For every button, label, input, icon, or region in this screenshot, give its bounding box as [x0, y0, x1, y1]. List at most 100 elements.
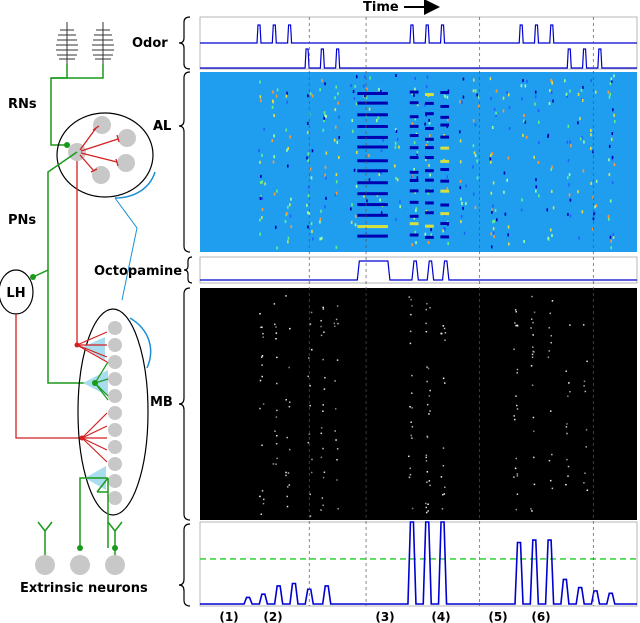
al-activity-mark [474, 206, 477, 210]
al-activity-mark [319, 220, 321, 224]
al-activity-mark [309, 167, 312, 171]
al-activity-mark [289, 214, 292, 218]
al-activity-mark [592, 217, 595, 221]
al-activity-mark [608, 158, 610, 162]
al-activity-mark [428, 118, 430, 122]
mb-spike [276, 457, 278, 460]
al-activity-mark [395, 176, 397, 180]
al-activity-mark [577, 190, 579, 194]
al-activity-mark [366, 199, 368, 203]
epoch-3-label: (3) [375, 610, 394, 623]
al-activity-mark [324, 82, 326, 86]
mb-spike [310, 311, 313, 314]
octopamine-arc-al [114, 171, 156, 199]
al-activity-mark [443, 227, 445, 231]
mb-spike [425, 322, 427, 325]
mb-spike [323, 331, 325, 333]
al-activity-mark [460, 214, 463, 218]
mb-spike [425, 456, 427, 459]
al-activity-mark [607, 90, 610, 94]
al-activity-mark [611, 157, 614, 161]
al-activity-mark [490, 191, 493, 195]
al-activity-mark [609, 81, 612, 85]
al-activity-mark [579, 117, 581, 121]
al-activity-mark [289, 135, 291, 139]
mb-spike [275, 463, 277, 465]
mb-spike [320, 427, 323, 429]
antenna-right-icon [92, 22, 114, 64]
al-activity-mark [462, 77, 465, 81]
al-activity-mark [569, 198, 572, 202]
al-activity-mark [440, 115, 450, 119]
al-activity-mark [365, 96, 368, 100]
mb-spike [309, 515, 312, 517]
al-activity-mark [583, 140, 585, 144]
al-activity-mark [275, 94, 278, 98]
mb-spike [410, 298, 412, 301]
mb-spike [550, 341, 552, 344]
al-activity-mark [608, 217, 610, 221]
al-activity-mark [409, 124, 419, 128]
al-activity-mark [568, 173, 571, 177]
al-activity-mark [425, 126, 434, 130]
al-activity-mark [308, 112, 311, 116]
odor-panel [199, 16, 638, 70]
al-activity-mark [414, 117, 417, 121]
al-activity-mark [503, 190, 505, 194]
al-activity-mark [444, 227, 446, 231]
mb-spike [585, 446, 587, 448]
al-activity-mark [416, 152, 418, 156]
al-activity-mark [409, 170, 419, 174]
al-activity-mark [286, 91, 288, 95]
al-activity-mark [594, 211, 596, 215]
al-activity-mark [414, 87, 416, 91]
mb-spike [410, 392, 413, 394]
al-activity-mark [424, 122, 426, 126]
al-activity-mark [338, 115, 341, 119]
octopamine-panel [199, 256, 638, 284]
al-activity-mark [272, 100, 274, 104]
mb-spike [547, 356, 550, 359]
al-activity-mark [259, 95, 262, 99]
al-activity-mark [409, 146, 419, 150]
al-activity-mark [495, 113, 497, 117]
mb-spike [335, 318, 338, 321]
al-activity-mark [355, 150, 358, 154]
al-activity-mark [440, 135, 450, 139]
odor-panel-label: Odor [132, 36, 168, 51]
al-raster [200, 72, 637, 252]
mb-spike [515, 395, 517, 397]
al-activity-mark [409, 189, 419, 193]
al-activity-mark [286, 148, 288, 152]
al-activity-mark [427, 191, 430, 195]
mb-spike [259, 379, 262, 382]
al-activity-mark [551, 234, 553, 238]
al-activity-mark [565, 92, 568, 96]
al-activity-mark [382, 138, 384, 142]
al-activity-mark [463, 231, 466, 235]
epoch-4-label: (4) [431, 610, 450, 623]
mb-spike [409, 467, 411, 470]
al-activity-mark [377, 116, 380, 120]
al-activity-mark [492, 227, 495, 231]
al-activity-mark [273, 155, 276, 159]
mb-spike [516, 475, 519, 477]
antenna-left-icon [56, 22, 78, 64]
mb-spike [584, 472, 586, 474]
al-activity-mark [411, 243, 413, 247]
mb-spike [514, 309, 517, 311]
mb-spike [261, 326, 263, 329]
al-activity-mark [380, 89, 382, 93]
al-activity-mark [409, 156, 419, 160]
al-activity-mark [366, 87, 368, 91]
mb-spike [442, 377, 445, 380]
al-activity-mark [409, 222, 419, 226]
al-activity-mark [353, 96, 356, 100]
mb-spike [513, 476, 515, 478]
al-activity-mark [577, 121, 579, 125]
al-activity-mark [443, 134, 445, 138]
mb-spike [426, 403, 429, 406]
al-activity-mark [258, 149, 260, 153]
mb-spike [425, 330, 428, 333]
al-activity-mark [319, 88, 321, 92]
